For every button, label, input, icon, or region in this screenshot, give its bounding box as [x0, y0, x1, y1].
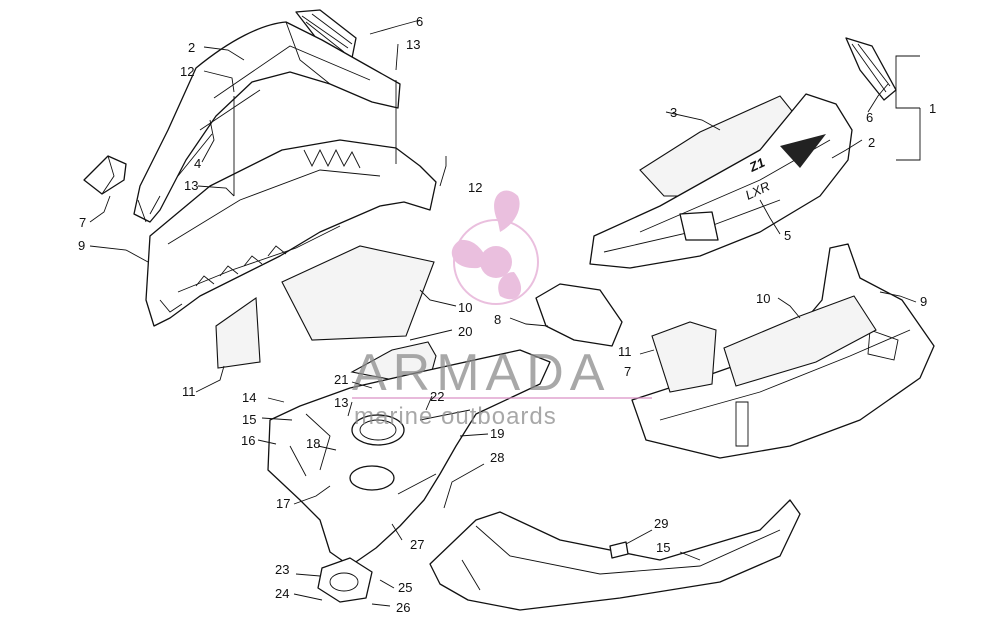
callout-11-right: 11	[618, 344, 632, 359]
callout-19: 19	[490, 426, 504, 441]
callout-11-left: 11	[182, 384, 196, 399]
small-pad-left	[215, 296, 261, 369]
skid-plate-right	[429, 499, 801, 611]
callout-21: 21	[334, 372, 348, 387]
callout-16: 16	[241, 433, 255, 448]
insulation-pad-left	[281, 245, 435, 341]
callout-12-right: 12	[468, 180, 482, 195]
callout-10-left: 10	[458, 300, 472, 315]
callout-9-right: 9	[920, 294, 927, 309]
callout-10-right: 10	[756, 291, 770, 306]
side-panel-right: Z1 LXR	[589, 93, 853, 269]
callout-15-right: 15	[656, 540, 670, 555]
callout-5: 5	[784, 228, 791, 243]
callout-2-right: 2	[868, 135, 875, 150]
callout-4: 4	[194, 156, 201, 171]
callout-3: 3	[670, 105, 677, 120]
callout-27: 27	[410, 537, 424, 552]
callout-26: 26	[396, 600, 410, 615]
callout-13-top: 13	[406, 37, 420, 52]
lower-shroud-left	[145, 139, 437, 327]
callout-13-center: 13	[334, 395, 348, 410]
callout-2-left: 2	[188, 40, 195, 55]
watermark-tagline: marine outboards	[354, 403, 557, 430]
callout-8: 8	[494, 312, 501, 327]
armada-logo	[451, 190, 539, 305]
callout-23: 23	[275, 562, 289, 577]
callout-17: 17	[276, 496, 290, 511]
side-panel-left	[133, 21, 401, 223]
callout-7-left: 7	[79, 215, 86, 230]
callout-24: 24	[275, 586, 289, 601]
watermark-brand: ARMADA	[352, 344, 610, 402]
callout-12-left: 12	[180, 64, 194, 79]
insulation-pad-right	[723, 295, 877, 387]
callout-7-right: 7	[624, 364, 631, 379]
callout-9-left: 9	[78, 238, 85, 253]
callout-1: 1	[929, 101, 936, 116]
callout-18: 18	[306, 436, 320, 451]
callout-6-right: 6	[866, 110, 873, 125]
callout-22: 22	[430, 389, 444, 404]
callout-28: 28	[490, 450, 504, 465]
callout-14: 14	[242, 390, 256, 405]
corner-cap-left	[83, 155, 127, 195]
bracket-cover	[535, 283, 623, 347]
callout-29: 29	[654, 516, 668, 531]
small-pad-right	[651, 321, 717, 393]
leader-lines	[89, 19, 921, 607]
belly-pan-assembly	[267, 349, 551, 603]
svg-text:Z1: Z1	[746, 155, 767, 175]
callout-13-left: 13	[184, 178, 198, 193]
callout-20: 20	[458, 324, 472, 339]
callout-25: 25	[398, 580, 412, 595]
callout-6-left: 6	[416, 14, 423, 29]
vent-grille-right	[845, 37, 897, 101]
callout-15-left: 15	[242, 412, 256, 427]
callout-labels: 1 2 2 3 4 5 6 6 7 7 8 9 9 10 10 11 11 12…	[78, 14, 936, 615]
